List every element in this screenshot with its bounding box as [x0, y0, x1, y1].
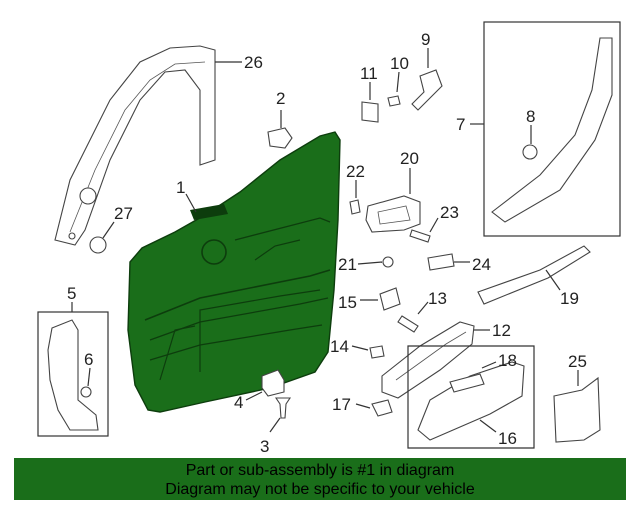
callout-20: 20 [400, 149, 419, 168]
part-25-end-cap[interactable] [553, 376, 601, 443]
part-27-plug[interactable] [89, 236, 107, 254]
callout-14: 14 [330, 337, 349, 356]
part-15-clip[interactable] [379, 287, 401, 311]
part-12-switch-pack[interactable] [381, 321, 475, 399]
part-14-screw[interactable] [369, 345, 385, 359]
part-5-bracket[interactable] [47, 319, 99, 431]
callout-7: 7 [456, 115, 465, 134]
part-6-screw[interactable] [80, 386, 92, 398]
part-26-frame-trim[interactable] [54, 45, 216, 246]
banner-line-2: Diagram may not be specific to your vehi… [165, 481, 475, 498]
callout-5: 5 [67, 284, 76, 303]
part-3-pin[interactable] [274, 397, 292, 419]
callout-17: 17 [332, 395, 351, 414]
part-17-clip[interactable] [371, 399, 393, 417]
part-18-switch-bezel[interactable] [449, 373, 485, 393]
callout-25: 25 [568, 352, 587, 371]
part-9-rod[interactable] [411, 69, 443, 111]
callout-23: 23 [440, 203, 459, 222]
callout-1: 1 [176, 178, 185, 197]
group-box-16 [407, 345, 535, 449]
part-21-clip[interactable] [382, 256, 394, 268]
callout-4: 4 [234, 393, 243, 412]
group-box-5 [37, 311, 109, 437]
part-19-trim-strip[interactable] [477, 245, 591, 305]
callout-6: 6 [84, 350, 93, 369]
disclaimer-banner: Part or sub-assembly is #1 in diagram Di… [14, 458, 626, 500]
callout-2: 2 [276, 89, 285, 108]
part-8-grommet[interactable] [522, 144, 538, 160]
group-box-7 [483, 21, 621, 237]
part-1-door-trim-panel[interactable] [127, 131, 341, 413]
callout-21: 21 [338, 255, 357, 274]
part-23-screw[interactable] [409, 229, 431, 243]
part-7-trim-strip[interactable] [491, 37, 613, 223]
callout-8: 8 [526, 107, 535, 126]
callout-16: 16 [498, 429, 517, 448]
callout-24: 24 [472, 255, 491, 274]
part-24-pad[interactable] [427, 253, 455, 271]
part-20-handle[interactable] [365, 195, 421, 233]
part-11-clip[interactable] [361, 101, 379, 123]
callout-27: 27 [114, 204, 133, 223]
callout-13: 13 [428, 289, 447, 308]
callout-18: 18 [498, 351, 517, 370]
part-4-bracket[interactable] [261, 369, 285, 397]
callout-10: 10 [390, 54, 409, 73]
callout-19: 19 [560, 289, 579, 308]
callout-15: 15 [338, 293, 357, 312]
part-13-screw[interactable] [397, 315, 419, 333]
part-10-screw[interactable] [387, 95, 401, 107]
banner-line-1: Part or sub-assembly is #1 in diagram [185, 462, 455, 479]
part-2-clip[interactable] [267, 127, 293, 149]
part-22-screw[interactable] [349, 199, 361, 215]
callout-11: 11 [360, 64, 378, 83]
callout-9: 9 [421, 30, 430, 49]
callout-3: 3 [260, 437, 269, 456]
callout-12: 12 [492, 321, 511, 340]
part-16-armrest-panel[interactable] [417, 361, 525, 441]
callout-22: 22 [346, 162, 365, 181]
callout-26: 26 [244, 53, 263, 72]
